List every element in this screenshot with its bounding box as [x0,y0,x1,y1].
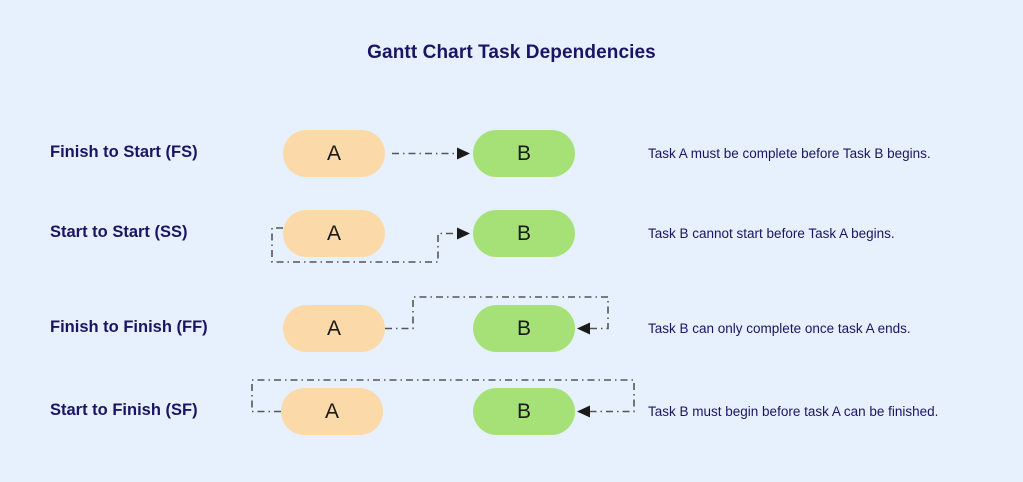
dependency-row-start-to-start: Start to Start (SS) A B Task B cannot st… [0,190,1023,290]
task-box-a-ff: A [283,305,385,352]
row-description-finish-to-start: Task A must be complete before Task B be… [648,146,931,161]
task-box-b-fs: B [473,130,575,177]
row-label-start-to-start: Start to Start (SS) [50,223,188,241]
page-title: Gantt Chart Task Dependencies [367,42,656,63]
row-description-start-to-start: Task B cannot start before Task A begins… [648,226,895,241]
task-box-a-ss: A [283,210,385,257]
task-box-a-sf: A [281,388,383,435]
row-label-finish-to-finish: Finish to Finish (FF) [50,318,208,336]
task-box-a-fs: A [283,130,385,177]
dependency-row-start-to-finish: Start to Finish (SF) A B Task B must beg… [0,368,1023,468]
row-label-finish-to-start: Finish to Start (FS) [50,143,198,161]
task-box-b-sf: B [473,388,575,435]
row-description-start-to-finish: Task B must begin before task A can be f… [648,404,939,419]
task-box-b-ss: B [473,210,575,257]
task-box-b-ff: B [473,305,575,352]
row-description-finish-to-finish: Task B can only complete once task A end… [648,321,911,336]
dependency-row-finish-to-finish: Finish to Finish (FF) A B Task B can onl… [0,285,1023,385]
row-label-start-to-finish: Start to Finish (SF) [50,401,198,419]
